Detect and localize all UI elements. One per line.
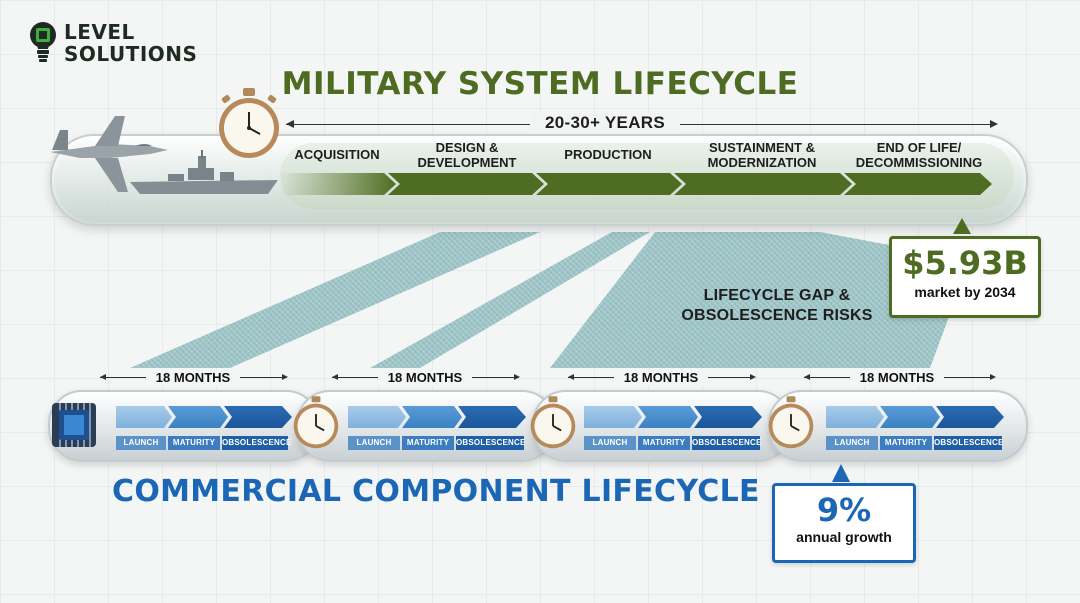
military-phase-arrows	[280, 173, 992, 195]
cycle-1-launch: LAUNCH	[116, 436, 166, 450]
gap-label: LIFECYCLE GAP & OBSOLESCENCE RISKS	[672, 286, 882, 326]
cycle-4-label: 18 MONTHS	[850, 370, 944, 385]
cycle-3-launch: LAUNCH	[584, 436, 636, 450]
stopwatch-icon	[219, 88, 279, 158]
commercial-stage-arrows	[116, 406, 1004, 428]
commercial-callout-pointer	[832, 464, 850, 482]
cycle-2-label: 18 MONTHS	[378, 370, 472, 385]
cycle-2-arrow-left	[332, 374, 338, 380]
logo: LEVEL SOLUTIONS	[28, 20, 197, 66]
commercial-callout-text: annual growth	[796, 529, 892, 545]
years-span-arrow-left	[286, 120, 294, 128]
cycle-2-launch: LAUNCH	[348, 436, 400, 450]
cycle-1-obsolescence: OBSOLESCENCE	[222, 436, 291, 450]
cycle-4-arrow-left	[804, 374, 810, 380]
cycle-4-arrow-right	[990, 374, 996, 380]
cycle-1-arrow-left	[100, 374, 106, 380]
gap-band-1	[130, 232, 540, 368]
years-span-arrow-right	[990, 120, 998, 128]
gap-band-3	[550, 232, 970, 368]
logo-line1: LEVEL	[64, 20, 135, 44]
cycle-1-label: 18 MONTHS	[146, 370, 240, 385]
cycle-3-obsolescence: OBSOLESCENCE	[692, 436, 761, 450]
cycle-1-arrow-right	[282, 374, 288, 380]
cycle-4-arrows	[826, 406, 1004, 428]
microchip-icon	[52, 403, 96, 447]
cycle-3-maturity: MATURITY	[638, 436, 690, 450]
military-callout-pointer	[953, 218, 971, 234]
cycle-3-arrows	[584, 406, 762, 428]
commercial-title: COMMERCIAL COMPONENT LIFECYCLE	[112, 474, 760, 509]
gap-label-line2: OBSOLESCENCE RISKS	[681, 307, 873, 324]
phase-label-end-of-life: END OF LIFE/DECOMMISSIONING	[855, 140, 983, 170]
cycle-4-obsolescence: OBSOLESCENCE	[934, 436, 1003, 450]
stopwatch-icon	[530, 396, 576, 449]
phase-arrow-sustainment	[674, 173, 852, 195]
phase-label-design: DESIGN &DEVELOPMENT	[417, 140, 517, 170]
military-market-callout: $5.93B market by 2034	[889, 236, 1041, 318]
lightbulb-chip-icon	[30, 22, 56, 62]
phase-label-production: PRODUCTION	[564, 147, 652, 162]
cycle-3-label: 18 MONTHS	[614, 370, 708, 385]
cycle-2-obsolescence: OBSOLESCENCE	[456, 436, 525, 450]
cycle-2-maturity: MATURITY	[402, 436, 454, 450]
commercial-growth-callout: 9% annual growth	[772, 483, 916, 563]
cycle-1-maturity: MATURITY	[168, 436, 220, 450]
phase-arrow-design	[388, 173, 544, 195]
phase-arrow-production	[536, 173, 682, 195]
military-title: MILITARY SYSTEM LIFECYCLE	[281, 66, 799, 102]
stopwatch-icon	[293, 396, 339, 449]
cycle-1-arrows	[116, 406, 292, 428]
phase-arrow-end-of-life	[844, 173, 992, 195]
cycle-3-arrow-right	[750, 374, 756, 380]
phase-arrow-acquisition	[280, 173, 396, 195]
commercial-callout-value: 9%	[816, 491, 872, 529]
gap-band-2	[370, 232, 650, 368]
cycle-4-maturity: MATURITY	[880, 436, 932, 450]
logo-line2: SOLUTIONS	[64, 42, 198, 66]
fighter-jet-icon	[50, 116, 168, 192]
cycle-3-arrow-left	[568, 374, 574, 380]
phase-label-acquisition: ACQUISITION	[294, 147, 380, 162]
logo-text: LEVEL SOLUTIONS	[64, 21, 197, 65]
military-callout-text: market by 2034	[914, 284, 1016, 300]
years-span-label: 20-30+ YEARS	[530, 113, 680, 133]
cycle-2-arrow-right	[514, 374, 520, 380]
phase-label-sustainment: SUSTAINMENT &MODERNIZATION	[707, 140, 817, 170]
warship-icon	[130, 150, 278, 194]
stopwatch-icon	[768, 396, 814, 449]
cycle-2-arrows	[348, 406, 526, 428]
cycle-4-launch: LAUNCH	[826, 436, 878, 450]
gap-label-line1: LIFECYCLE GAP &	[703, 287, 851, 304]
military-callout-value: $5.93B	[902, 244, 1028, 282]
